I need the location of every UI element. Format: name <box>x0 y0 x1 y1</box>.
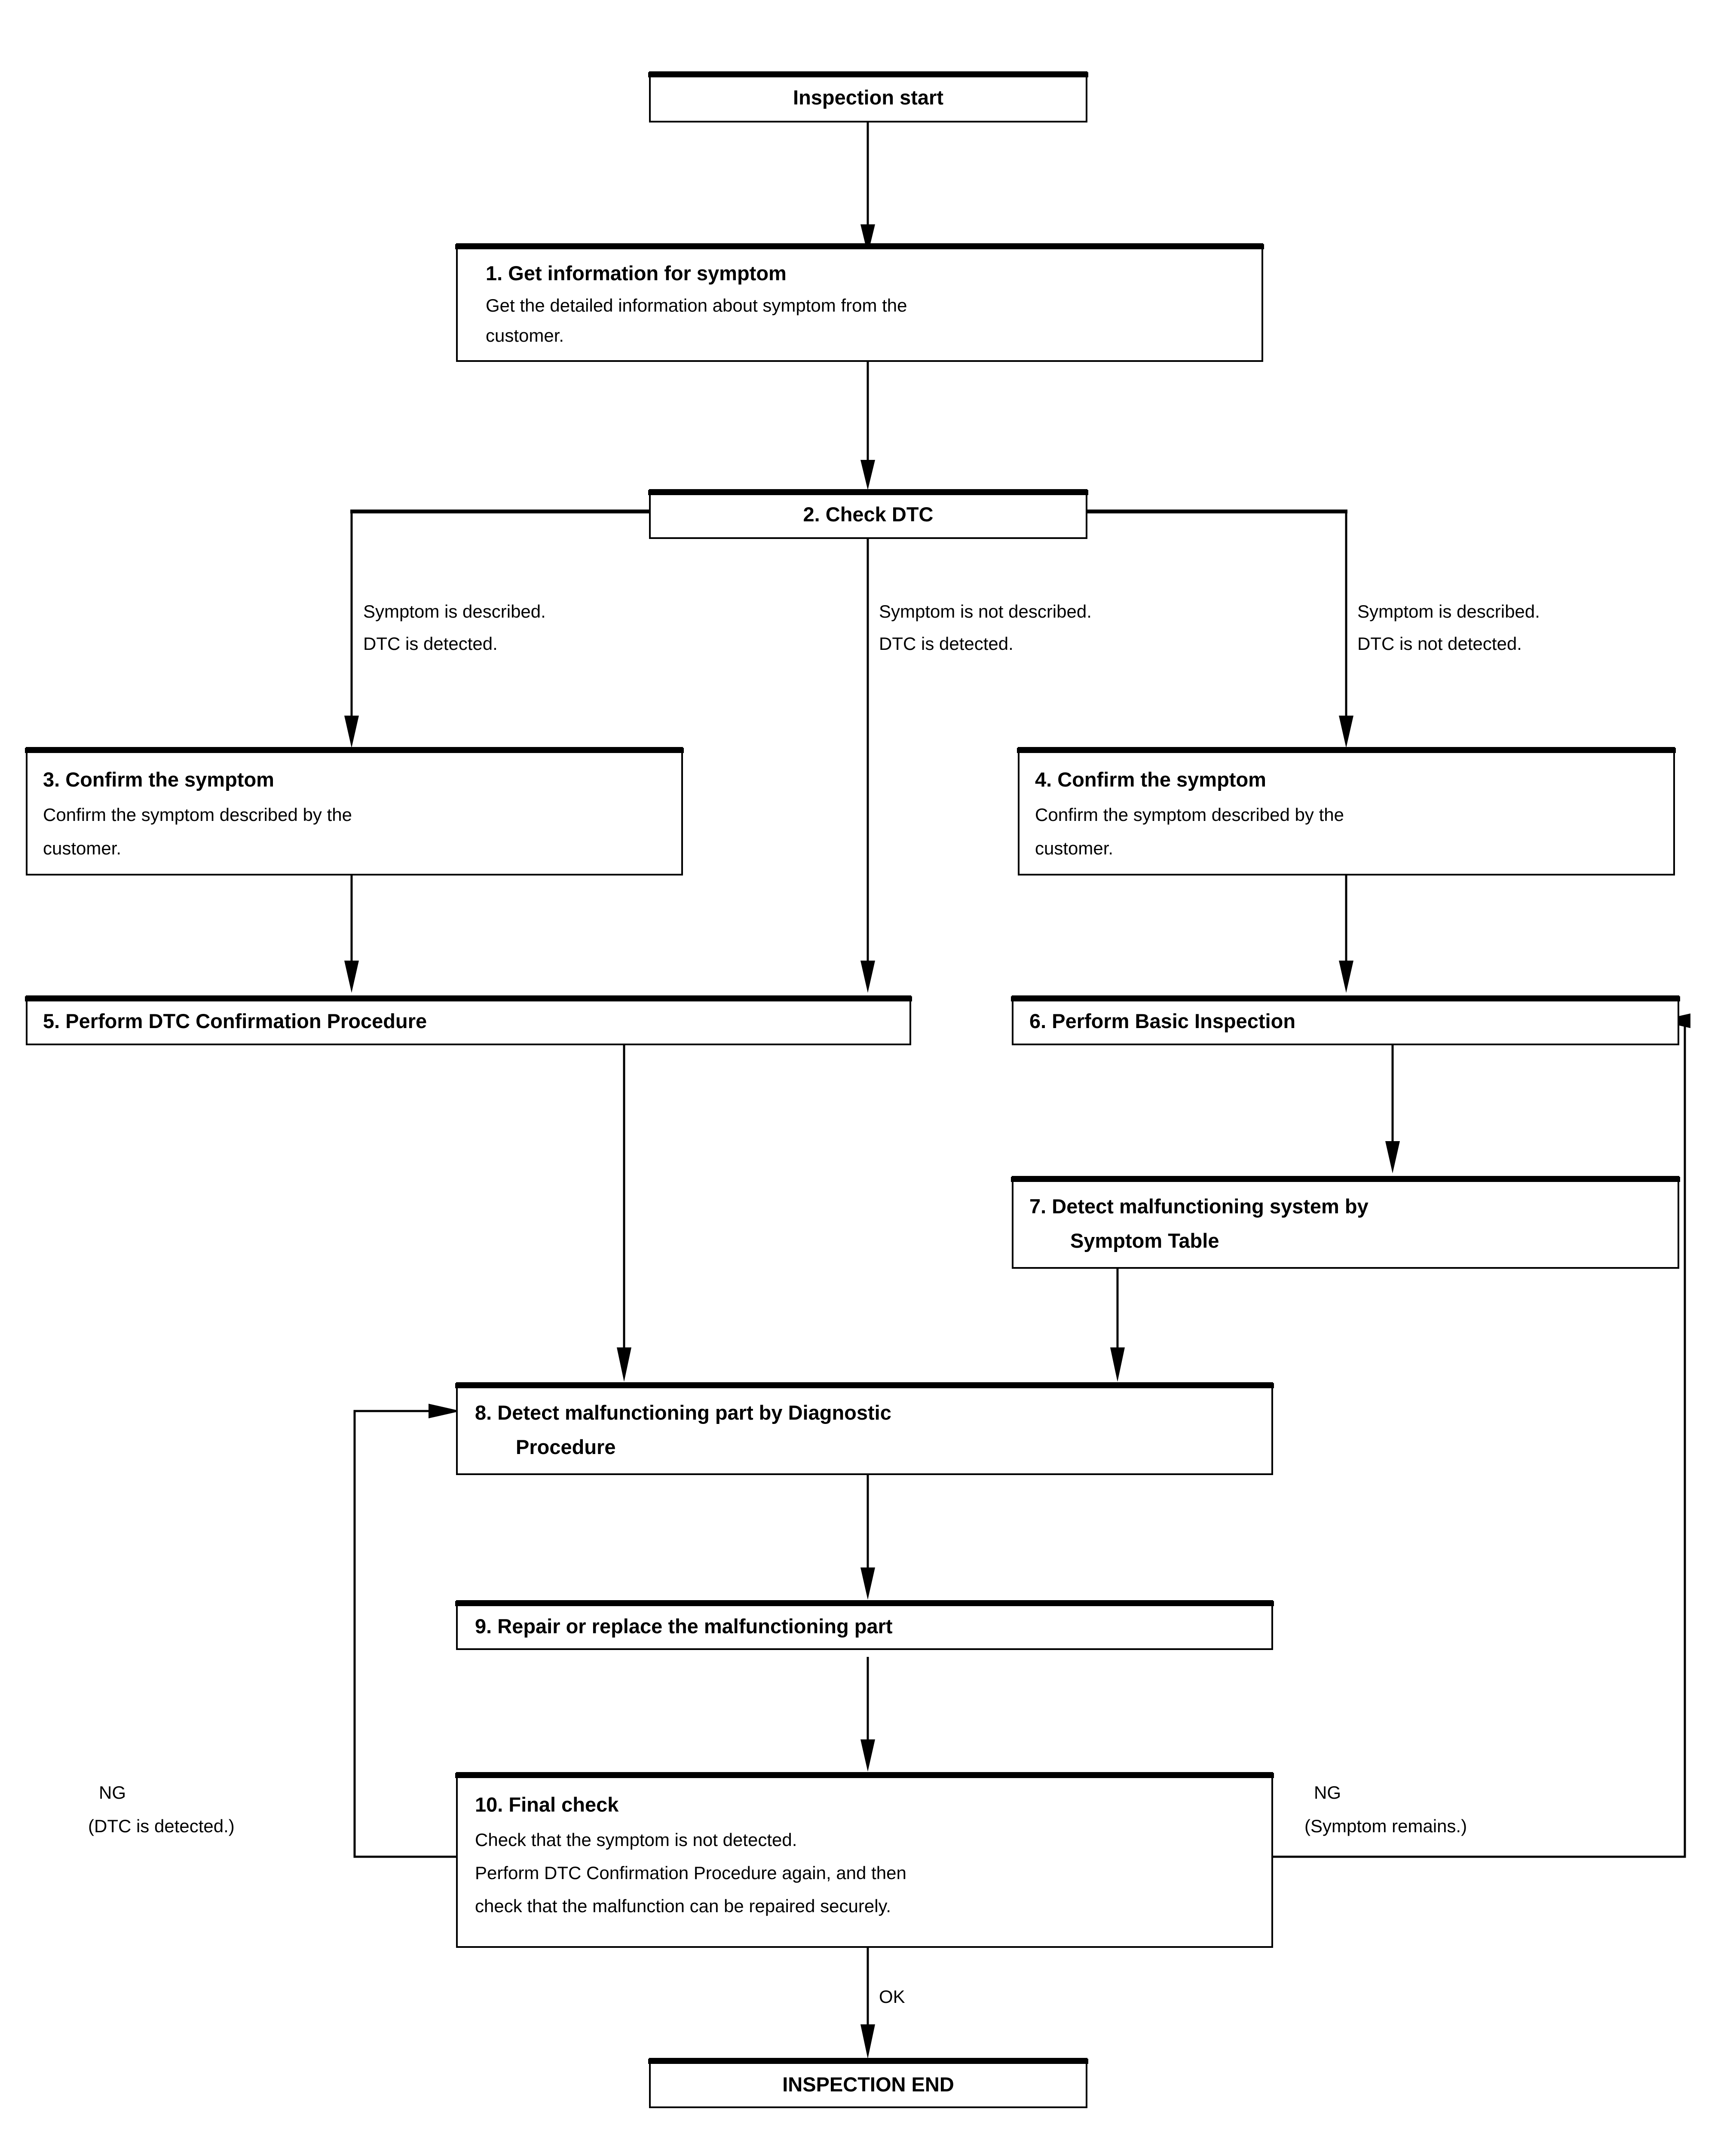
edge-label-branch-right-line2: DTC is not detected. <box>1357 634 1522 654</box>
node-step7[interactable]: 7. Detect malfunctioning system by Sympt… <box>1011 1176 1680 1269</box>
edge-label-ng-left-line2: (DTC is detected.) <box>88 1816 235 1836</box>
connector-step2-left-branch <box>344 509 650 748</box>
node-step8-title-line1: 8. Detect malfunctioning part by Diagnos… <box>475 1401 891 1424</box>
edge-label-branch-center: Symptom is not described. DTC is detecte… <box>879 601 1092 654</box>
connector-start-to-step1 <box>860 122 875 254</box>
edge-label-ng-left-line1: NG <box>99 1782 126 1803</box>
node-step5[interactable]: 5. Perform DTC Confirmation Procedure <box>25 995 912 1045</box>
node-step1-body-line2: customer. <box>486 325 564 346</box>
connector-step6-to-step7 <box>1385 1044 1400 1173</box>
node-step4-title: 4. Confirm the symptom <box>1035 768 1266 791</box>
node-step6-title: 6. Perform Basic Inspection <box>1029 1010 1295 1032</box>
node-step8[interactable]: 8. Detect malfunctioning part by Diagnos… <box>455 1382 1274 1475</box>
node-inspection-start-label: Inspection start <box>793 86 943 109</box>
node-step7-title-line1: 7. Detect malfunctioning system by <box>1029 1195 1369 1218</box>
node-step6[interactable]: 6. Perform Basic Inspection <box>1011 995 1680 1045</box>
connector-step8-to-step9 <box>860 1474 875 1600</box>
node-step3-body-line1: Confirm the symptom described by the <box>43 805 352 825</box>
edge-label-branch-right-line1: Symptom is described. <box>1357 601 1540 621</box>
node-step10-title: 10. Final check <box>475 1793 619 1816</box>
node-step3-body-line2: customer. <box>43 838 121 858</box>
connector-step9-to-step10 <box>860 1657 875 1772</box>
edge-label-ng-left: NG (DTC is detected.) <box>88 1782 235 1836</box>
edge-label-ng-right: NG (Symptom remains.) <box>1304 1782 1467 1836</box>
edge-label-branch-left-line2: DTC is detected. <box>363 634 498 654</box>
node-step2-title: 2. Check DTC <box>803 503 934 526</box>
node-step9-title: 9. Repair or replace the malfunctioning … <box>475 1615 893 1638</box>
node-inspection-end-label: INSPECTION END <box>782 2073 954 2096</box>
connector-ng-right-loop <box>1272 1013 1690 1858</box>
connector-ng-left-loop <box>353 1404 461 1858</box>
node-step10-body-line1: Check that the symptom is not detected. <box>475 1830 797 1850</box>
node-step3-title: 3. Confirm the symptom <box>43 768 274 791</box>
edge-label-ok-text: OK <box>879 1987 905 2007</box>
edge-label-branch-left: Symptom is described. DTC is detected. <box>363 601 546 654</box>
node-step5-title: 5. Perform DTC Confirmation Procedure <box>43 1010 427 1032</box>
node-step7-title-line2: Symptom Table <box>1070 1229 1219 1252</box>
connector-step1-to-step2 <box>860 361 875 490</box>
edge-label-ng-right-line1: NG <box>1314 1782 1341 1803</box>
connector-step4-to-step6 <box>1339 875 1353 993</box>
node-step4[interactable]: 4. Confirm the symptom Confirm the sympt… <box>1017 747 1676 876</box>
connector-step10-to-end <box>860 1947 875 2059</box>
edge-label-branch-left-line1: Symptom is described. <box>363 601 546 621</box>
node-step3[interactable]: 3. Confirm the symptom Confirm the sympt… <box>25 747 684 876</box>
connector-step3-to-step5 <box>344 875 359 993</box>
node-step1-body-line1: Get the detailed information about sympt… <box>486 295 907 315</box>
node-step10-body-line3: check that the malfunction can be repair… <box>475 1896 891 1916</box>
node-step1-title: 1. Get information for symptom <box>486 262 787 285</box>
node-step2[interactable]: 2. Check DTC <box>648 489 1088 539</box>
connector-step5-to-step8 <box>617 1044 631 1382</box>
node-inspection-end[interactable]: INSPECTION END <box>648 2058 1088 2108</box>
connector-step2-center-branch <box>860 536 875 993</box>
edge-label-branch-center-line1: Symptom is not described. <box>879 601 1092 621</box>
node-inspection-start[interactable]: Inspection start <box>648 71 1088 122</box>
edge-label-ng-right-line2: (Symptom remains.) <box>1304 1816 1467 1836</box>
node-step10[interactable]: 10. Final check Check that the symptom i… <box>455 1772 1274 1948</box>
edge-label-branch-right: Symptom is described. DTC is not detecte… <box>1357 601 1540 654</box>
edge-label-ok: OK <box>879 1987 905 2007</box>
node-step9[interactable]: 9. Repair or replace the malfunctioning … <box>455 1600 1274 1650</box>
connector-step2-right-branch <box>1087 509 1353 748</box>
node-step1[interactable]: 1. Get information for symptom Get the d… <box>455 243 1264 362</box>
edge-label-branch-center-line2: DTC is detected. <box>879 634 1013 654</box>
node-step8-title-line2: Procedure <box>516 1436 615 1458</box>
node-step4-body-line2: customer. <box>1035 838 1113 858</box>
connector-step7-to-step8 <box>1110 1268 1125 1382</box>
node-step10-body-line2: Perform DTC Confirmation Procedure again… <box>475 1863 906 1883</box>
node-step4-body-line1: Confirm the symptom described by the <box>1035 805 1344 825</box>
